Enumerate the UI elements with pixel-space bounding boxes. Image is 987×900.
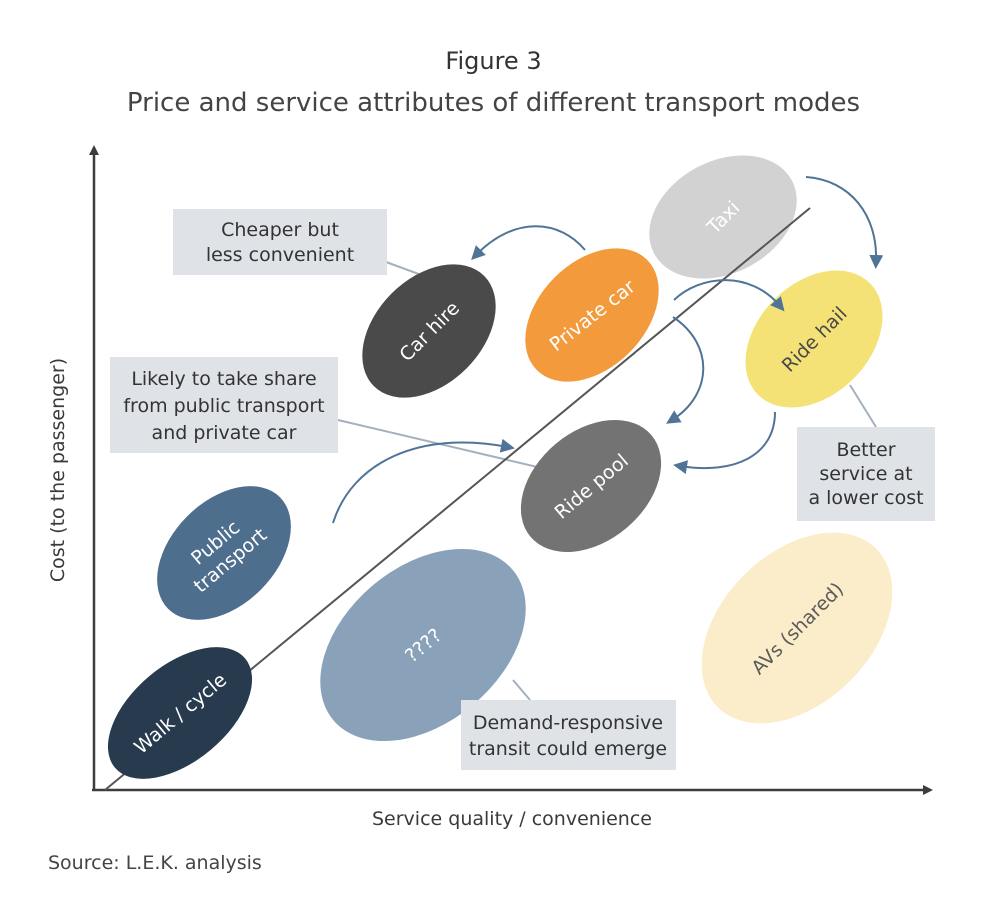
- annotation-better-line-3: a lower cost: [808, 487, 923, 509]
- annotation-cheaper-line-1: Cheaper but: [221, 219, 339, 241]
- annotation-likely-line-2: from public transport: [123, 395, 324, 417]
- annotation-likely-line-1: Likely to take share: [131, 368, 316, 390]
- annotation-cheaper-line-2: less convenient: [206, 244, 354, 266]
- annotation-better-box: Better service at a lower cost: [797, 427, 935, 521]
- annotation-likely-box: Likely to take share from public transpo…: [110, 357, 338, 453]
- arrow-private-car-to-ride-hail: [673, 279, 785, 312]
- annotation-demand-box: Demand-responsive transit could emerge: [461, 700, 676, 770]
- car-hire-bubble: [362, 264, 496, 398]
- arrow-taxi-to-ride-hail: [805, 176, 884, 269]
- ride-pool-bubble: [520, 420, 662, 552]
- figure-title: Price and service attributes of differen…: [126, 88, 861, 118]
- y-axis-label: Cost (to the passenger): [47, 358, 69, 582]
- annotation-likely-line-3: and private car: [152, 422, 297, 444]
- arrow-private-car-to-ride-pool: [666, 316, 705, 424]
- annotation-better-line-2: service at: [819, 463, 912, 485]
- callout-line-better: [849, 384, 877, 428]
- private-car-bubble: [525, 248, 659, 382]
- avs-shared-bubble: [701, 532, 893, 724]
- annotation-cheaper-box: Cheaper but less convenient: [173, 209, 387, 275]
- annotation-better-line-1: Better: [836, 439, 895, 461]
- callout-line-demand: [512, 679, 531, 701]
- unknown-mode-bubble: [320, 548, 526, 742]
- arrow-public-transport-to-ride-pool: [332, 438, 515, 524]
- walk-cycle-bubble: [107, 647, 253, 779]
- figure-number: Figure 3: [445, 47, 542, 75]
- annotation-demand-line-1: Demand-responsive: [473, 712, 663, 734]
- taxi-bubble: [649, 155, 797, 279]
- callout-line-likely: [337, 419, 551, 471]
- source-note: Source: L.E.K. analysis: [48, 852, 262, 874]
- arrow-private-car-to-car-hire: [471, 225, 586, 261]
- annotation-demand-line-2: transit could emerge: [469, 738, 667, 760]
- x-axis-label: Service quality / convenience: [372, 808, 652, 830]
- public-transport-bubble: [157, 486, 291, 620]
- arrow-ride-hail-to-ride-pool: [673, 411, 776, 475]
